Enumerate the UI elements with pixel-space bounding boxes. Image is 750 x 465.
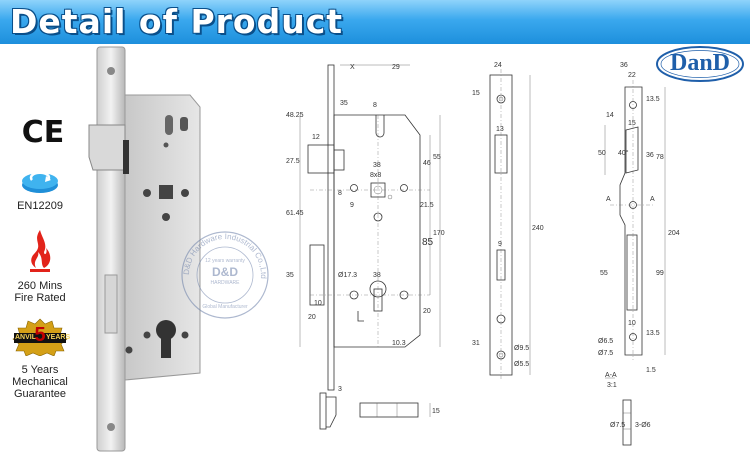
strike-dim-d7-5: Ø7.5 — [598, 350, 613, 357]
latch-detail-drawing — [319, 392, 431, 430]
guarantee-years: 5 Years — [21, 364, 59, 376]
brand-logo-ellipse — [656, 46, 744, 82]
technical-drawings: X 29 35 8 48.25 12 27.5 38 8x8 46 55 8 9… — [280, 55, 740, 460]
front-dim-12: 12 — [312, 134, 320, 141]
strike-dim-99: 99 — [656, 270, 664, 277]
strike-dim-a-left: A — [606, 196, 611, 203]
watermark-warranty: 12 years warranty — [205, 258, 245, 264]
front-dim-8x8: 8x8 — [370, 172, 381, 179]
fire-icon — [22, 228, 58, 273]
guarantee-type: Mechanical — [12, 376, 68, 388]
front-dim-85: 85 — [422, 237, 434, 248]
side-dim-24: 24 — [494, 62, 502, 69]
strike-dim-55: 55 — [600, 270, 608, 277]
header-banner: Detail of Product — [0, 0, 750, 44]
product-photo — [85, 45, 285, 455]
front-dim-55: 55 — [433, 154, 441, 161]
strike-dim-36: 36 — [620, 62, 628, 69]
side-dim-d9-5: Ø9.5 — [514, 345, 529, 352]
fire-rating-minutes: 260 Mins — [17, 280, 63, 292]
front-dim-9: 9 — [350, 202, 354, 209]
front-dim-x: X — [350, 64, 355, 71]
guarantee-badge-number: 5 — [34, 324, 46, 346]
strike-dim-13-5b: 13.5 — [646, 330, 660, 337]
strike-dim-13-5a: 13.5 — [646, 96, 660, 103]
front-dim-38a: 38 — [373, 162, 381, 169]
front-dim-27-5: 27.5 — [286, 158, 300, 165]
guarantee-badge-text-right: YEARS — [46, 334, 71, 341]
watermark-bottom: Global Manufacturer — [202, 304, 248, 310]
section-label: A-A — [605, 372, 617, 379]
en12209-label: EN12209 — [17, 200, 63, 212]
mortise-lock-illustration — [88, 46, 201, 452]
section-aa-drawing — [605, 377, 632, 446]
strike-dim-50: 50 — [598, 150, 606, 157]
brand-logo-text: DanD — [669, 50, 730, 76]
page-title: Detail of Product — [10, 2, 344, 41]
front-dim-48-25: 48.25 — [286, 112, 304, 119]
faceplate-drawing — [489, 69, 531, 381]
ce-mark: CE — [21, 115, 65, 150]
section-dim-1-5: 1.5 — [646, 367, 656, 374]
front-dim-10-3: 10.3 — [392, 340, 406, 347]
front-dim-29: 29 — [392, 64, 400, 71]
front-dim-170: 170 — [433, 230, 445, 237]
section-scale: 3:1 — [607, 382, 617, 389]
front-dim-10: 10 — [314, 300, 322, 307]
side-dim-13: 13 — [496, 126, 504, 133]
side-dim-9: 9 — [498, 241, 502, 248]
front-dim-46: 46 — [423, 160, 431, 167]
front-dim-38b: 38 — [373, 272, 381, 279]
strike-dim-204: 204 — [668, 230, 680, 237]
en12209-icon — [20, 165, 60, 195]
section-dim-3-d6: 3-Ø6 — [635, 422, 651, 429]
guarantee-label: 5 Years Mechanical Guarantee — [0, 364, 80, 400]
watermark-sub: HARDWARE — [210, 280, 240, 286]
watermark-seal: D&D Hardware Industrial Co.,Ltd 12 years… — [180, 230, 270, 320]
front-dim-20a: 20 — [423, 308, 431, 315]
drawings-svg: X 29 35 8 48.25 12 27.5 38 8x8 46 55 8 9… — [286, 62, 680, 446]
side-dim-240: 240 — [532, 225, 544, 232]
front-view-drawing — [299, 64, 441, 391]
front-dim-d17-3: Ø17.3 — [338, 272, 357, 279]
strike-dim-15: 15 — [628, 120, 636, 127]
strike-dim-a-right: A — [650, 196, 655, 203]
side-dim-d5-5: Ø5.5 — [514, 361, 529, 368]
guarantee-badge: ANVIL 5 YEARS — [12, 318, 71, 357]
section-dim-d7-5: Ø7.5 — [610, 422, 625, 429]
front-dim-21-5: 21.5 — [420, 202, 434, 209]
side-dim-31: 31 — [472, 340, 480, 347]
strike-dim-14: 14 — [606, 112, 614, 119]
strike-dim-78: 78 — [656, 154, 664, 161]
strike-dim-d6-5: Ø6.5 — [598, 338, 613, 345]
strike-dim-36b: 36 — [646, 152, 654, 159]
front-dim-61-45: 61.45 — [286, 210, 304, 217]
front-dim-35b: 35 — [286, 272, 294, 279]
front-dim-8b: 8 — [338, 190, 342, 197]
brand-logo: DanD — [655, 44, 745, 84]
guarantee-badge-text-left: ANVIL — [15, 334, 36, 341]
strike-plate-drawing — [604, 80, 666, 360]
watermark-brand: D&D — [212, 265, 238, 279]
latch-dim-3: 3 — [338, 386, 342, 393]
strike-dim-22: 22 — [628, 72, 636, 79]
fire-rating-text: Fire Rated — [14, 292, 66, 304]
latch-dim-15: 15 — [432, 408, 440, 415]
front-dim-20b: 20 — [308, 314, 316, 321]
strike-dim-40deg: 40° — [618, 149, 629, 157]
guarantee-word: Guarantee — [14, 388, 66, 400]
strike-dim-10: 10 — [628, 320, 636, 327]
side-dim-15: 15 — [472, 90, 480, 97]
front-dim-8a: 8 — [373, 102, 377, 109]
fire-rating-label: 260 Mins Fire Rated — [0, 280, 80, 304]
front-dim-35: 35 — [340, 100, 348, 107]
